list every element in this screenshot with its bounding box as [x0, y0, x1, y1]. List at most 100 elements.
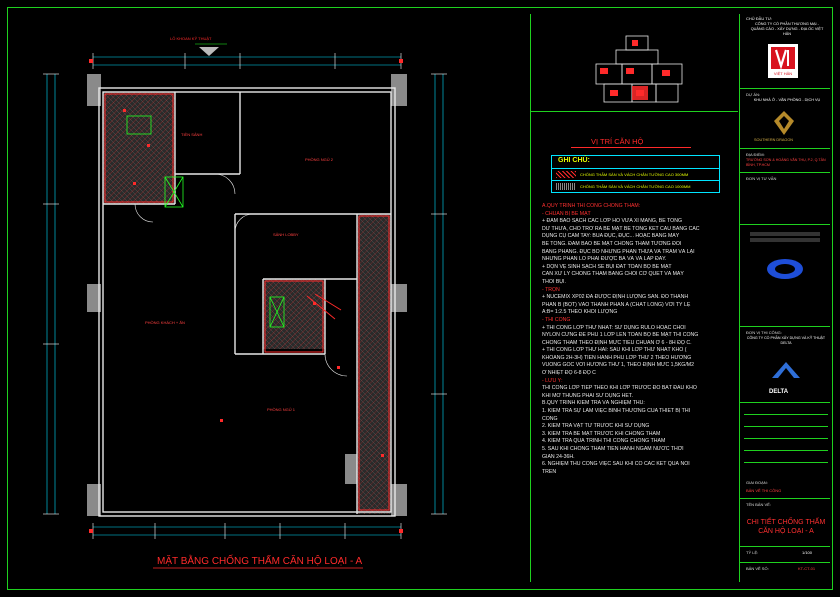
- key-plan-underline: [571, 147, 691, 148]
- note-line: THỔI BỤI.: [542, 278, 566, 285]
- note-line: DỤNG CỤ CẦM TAY: BÚA ĐỤC, ĐỤC... HOẶC BẰ…: [542, 233, 680, 240]
- southern-dragon-logo-icon: [774, 111, 794, 135]
- note-line: CHỐNG THẤM THEO ĐỊNH MỨC TIÊU CHUẨN Ở 6 …: [542, 339, 692, 346]
- note-line: TRÊN: [542, 468, 557, 475]
- signature-row: [744, 456, 828, 463]
- note-line: PHẦN B (BỘT) VÀO THÀNH PHẦN A (CHẤT LỎNG…: [542, 301, 691, 308]
- room-label-bath: TIỀN SẢNH: [181, 132, 203, 137]
- note-line: Ở NHIỆT ĐỘ 6-8 ĐỘ C: [542, 370, 596, 377]
- contractor-name: CÔNG TY CỔ PHẦN XÂY DỰNG VÀ KỸ THUẬT DEL…: [746, 336, 826, 345]
- note-line: B.QUY TRÌNH KIỂM TRA VÀ NGHIỆM THU:: [542, 400, 645, 407]
- note-line: + NUCEMIX XP02 ĐÃ ĐƯỢC ĐỊNH LƯỢNG SẴN. Đ…: [542, 294, 689, 301]
- legend-row-1: CHỐNG THẤM SÀN VÀ VÁCH CHÂN TƯỜNG CAO 30…: [552, 168, 719, 181]
- note-line: + THI CÔNG LỚP THỨ HAI: SAU KHI LỚP THỨ …: [542, 347, 687, 354]
- room-label-bedroom-1: PHÒNG NGỦ 1: [267, 407, 296, 412]
- sheet-number: KT-CT-01: [798, 566, 816, 571]
- consultant-line: [750, 238, 820, 242]
- walls: [98, 87, 396, 517]
- tb-divider-1: [740, 88, 830, 89]
- consultant-logo-icon: [767, 259, 803, 279]
- logo-text: VIỆT HÂN: [774, 71, 792, 76]
- scale-label: TỶ LỆ:: [746, 550, 759, 555]
- note-line: 2. KIỂM TRA VẬT TƯ TRƯỚC KHI SỬ DỤNG: [542, 423, 650, 430]
- signature-block: [744, 408, 828, 492]
- note-line: GIAN 24-36H.: [542, 453, 575, 460]
- note-line: BẰNG PHẲNG. ĐỤC BỎ NHỮNG PHẦN THỪA VÀ TR…: [542, 248, 695, 255]
- developer-name: SOUTHERN DRAGON: [754, 138, 794, 142]
- stage-label: GIAI ĐOẠN:: [746, 480, 768, 485]
- contractor-logo-text: DELTA: [769, 389, 789, 395]
- owner-label: CHỦ ĐẦU TƯ:: [746, 16, 773, 21]
- floor-plan: LỖ KHOAN KỸ THUẬT TIỀN SẢNH PHÒNG NGỦ 2 …: [15, 14, 527, 582]
- legend-item-1: CHỐNG THẤM SÀN VÀ VÁCH CHÂN TƯỜNG CAO 30…: [580, 172, 689, 177]
- consultant-block: [750, 232, 820, 244]
- room-label-lobby: SẢNH LOBBY: [273, 232, 299, 237]
- address-label: ĐỊA ĐIỂM:: [746, 152, 765, 157]
- note-line: NHỮNG PHẦN LỖ PHẢI ĐƯỢC BẢ VÁ VÀ LẤP ĐẦY…: [542, 256, 667, 263]
- address-text: TRƯỜNG SƠN & HOÀNG VĂN THỤ, P.2, Q.TÂN B…: [746, 158, 826, 167]
- note-line: 1. KIỂM TRA SỰ LÀM VIỆC BÌNH THƯỜNG CỦA …: [542, 408, 691, 415]
- divider: [530, 111, 738, 112]
- tb-divider-9: [740, 562, 830, 563]
- note-line: VUÔNG GÓC VỚI HƯỚNG THỨ 1, THEO ĐỊNH MỨC…: [542, 362, 694, 369]
- legend-swatch-hatch: [556, 171, 576, 178]
- note-line: NYLON CỨNG ĐỂ PHỦ 1 LỚP LÊN TOÀN BỘ BỀ M…: [542, 332, 699, 339]
- note-line: CẦN XỬ LÝ CHỐNG THẤM BẰNG CHỔI CƠ QUÉT V…: [542, 271, 684, 278]
- waterproof-zones: [103, 92, 391, 514]
- note-line: THI CÔNG LỚP TIẾP THEO KHI LỚP TRƯỚC ĐÓ …: [542, 385, 697, 392]
- legend-item-2: CHỐNG THẤM SÀN VÀ VÁCH CHÂN TƯỜNG CAO 10…: [580, 184, 691, 189]
- floor-plan-svg: [43, 43, 447, 569]
- delta-logo-icon: [772, 362, 800, 378]
- project-name: KHU NHÀ Ở - VĂN PHÒNG - DỊCH VỤ: [753, 98, 821, 102]
- room-label-bedroom-2: PHÒNG NGỦ 2: [305, 157, 334, 162]
- drawing-frame: [7, 7, 833, 590]
- project-label: DỰ ÁN:: [746, 92, 761, 97]
- note-line: - CHUẨN BỊ BỀ MẶT: [542, 210, 591, 217]
- viet-han-logo-icon: VIỆT HÂN: [771, 47, 795, 76]
- note-line: + THI CÔNG LỚP THỨ NHẤT: SỬ DỤNG RULO HO…: [542, 324, 686, 331]
- note-line: - THI CÔNG: [542, 316, 571, 323]
- scale-value: 1/100: [802, 550, 813, 555]
- note-line: + ĐẢM BẢO SẠCH CÁC LỚP HỒ VỮA XI MĂNG, B…: [542, 218, 682, 225]
- tb-divider-3: [740, 172, 830, 173]
- dimension-lines: [43, 53, 447, 539]
- signature-row: [744, 408, 828, 415]
- note-line: CÔNG: [542, 415, 558, 422]
- note-line: 5. SAU KHI CHỐNG THẤM TIẾN HÀNH NGÂM NƯỚ…: [542, 446, 684, 452]
- tb-divider-4: [740, 224, 830, 225]
- room-label-living: PHÒNG KHÁCH + ĂN: [145, 320, 185, 325]
- signature-row: [744, 420, 828, 427]
- tb-divider-7: [740, 498, 830, 499]
- drawing-label: TÊN BẢN VẼ:: [746, 502, 771, 507]
- plan-title: MẶT BẰNG CHỐNG THẤM CĂN HỘ LOẠI - A: [157, 556, 363, 567]
- drawing-title: CHI TIẾT CHỐNG THẤM CĂN HỘ LOẠI - A: [746, 519, 826, 535]
- signature-row: [744, 432, 828, 439]
- tb-divider-6: [740, 402, 830, 403]
- tb-divider-5: [740, 326, 830, 327]
- drain-points: [123, 109, 384, 457]
- grid-markers: [89, 59, 403, 533]
- stage-value: BẢN VẼ THI CÔNG: [746, 488, 782, 493]
- note-line: BÊ TÔNG. ĐẢM BẢO BỀ MẶT CHỐNG THẤM TƯƠNG…: [542, 240, 682, 247]
- key-plan: [595, 35, 683, 103]
- note-line: DƯ THỪA, CHO TRƠ RA BỀ MẶT BÊ TÔNG KẾT C…: [542, 225, 700, 232]
- legend-title: GHI CHÚ:: [558, 157, 590, 164]
- owner-name: CÔNG TY CỔ PHẦN THƯƠNG MẠI - QUẢNG CÁO -…: [750, 22, 824, 36]
- legend-swatch-grid: [556, 183, 576, 190]
- tb-divider-8: [740, 546, 830, 547]
- tb-divider-2: [740, 148, 830, 149]
- legend-box: GHI CHÚ: CHỐNG THẤM SÀN VÀ VÁCH CHÂN TƯỜ…: [551, 155, 720, 193]
- note-line: KHOẢNG 2H-3H) TIẾN HÀNH PHỦ LỚP THỨ 2 TH…: [542, 354, 692, 361]
- owner-logo: VIỆT HÂN: [768, 44, 798, 78]
- legend-row-2: CHỐNG THẤM SÀN VÀ VÁCH CHÂN TƯỜNG CAO 10…: [552, 180, 719, 193]
- construction-notes: A.QUY TRÌNH THI CÔNG CHỐNG THẤM:- CHUẨN …: [542, 203, 732, 476]
- note-line: 3. KIỂM TRA BỀ MẶT TRƯỚC KHI CHỐNG THẤM: [542, 430, 661, 437]
- note-line: KHI MỞ THÙNG PHẢI SỬ DỤNG HẾT.: [542, 392, 633, 399]
- title-block: CHỦ ĐẦU TƯ: CÔNG TY CỔ PHẦN THƯƠNG MẠI -…: [740, 14, 830, 582]
- section-marker: [195, 43, 227, 56]
- key-plan-title: VỊ TRÍ CĂN HỘ: [591, 137, 644, 146]
- note-line: - TRỘN: [542, 286, 560, 293]
- fixtures: [126, 115, 285, 328]
- middle-panel: VỊ TRÍ CĂN HỘ: [530, 14, 740, 582]
- section-marker-label: LỖ KHOAN KỸ THUẬT: [170, 36, 212, 41]
